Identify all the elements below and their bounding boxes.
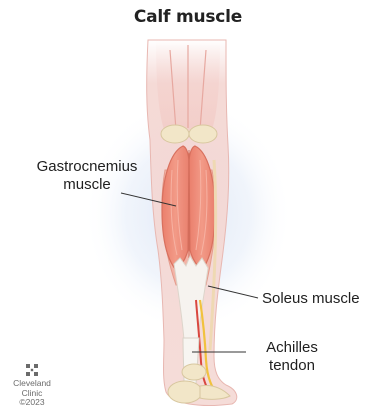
cleveland-clinic-logo: Cleveland Clinic ©2023: [4, 364, 60, 408]
soleus-label: Soleus muscle: [262, 290, 360, 308]
femur-condyle-left: [161, 125, 189, 143]
calcaneus-bone: [168, 381, 202, 403]
gastrocnemius-label-line1: Gastrocnemius: [8, 158, 166, 176]
femur-condyle-right: [189, 125, 217, 143]
talus-bone: [182, 364, 206, 380]
achilles-label-line2: tendon: [236, 357, 348, 375]
cleveland-clinic-cross-icon: [26, 364, 38, 376]
gastrocnemius-label: Gastrocnemius muscle: [8, 158, 166, 194]
gastrocnemius-label-line2: muscle: [8, 176, 166, 194]
achilles-label-line1: Achilles: [236, 339, 348, 357]
achilles-label: Achilles tendon: [236, 339, 348, 375]
page-title: Calf muscle: [0, 7, 376, 27]
logo-copyright: ©2023: [4, 398, 60, 408]
